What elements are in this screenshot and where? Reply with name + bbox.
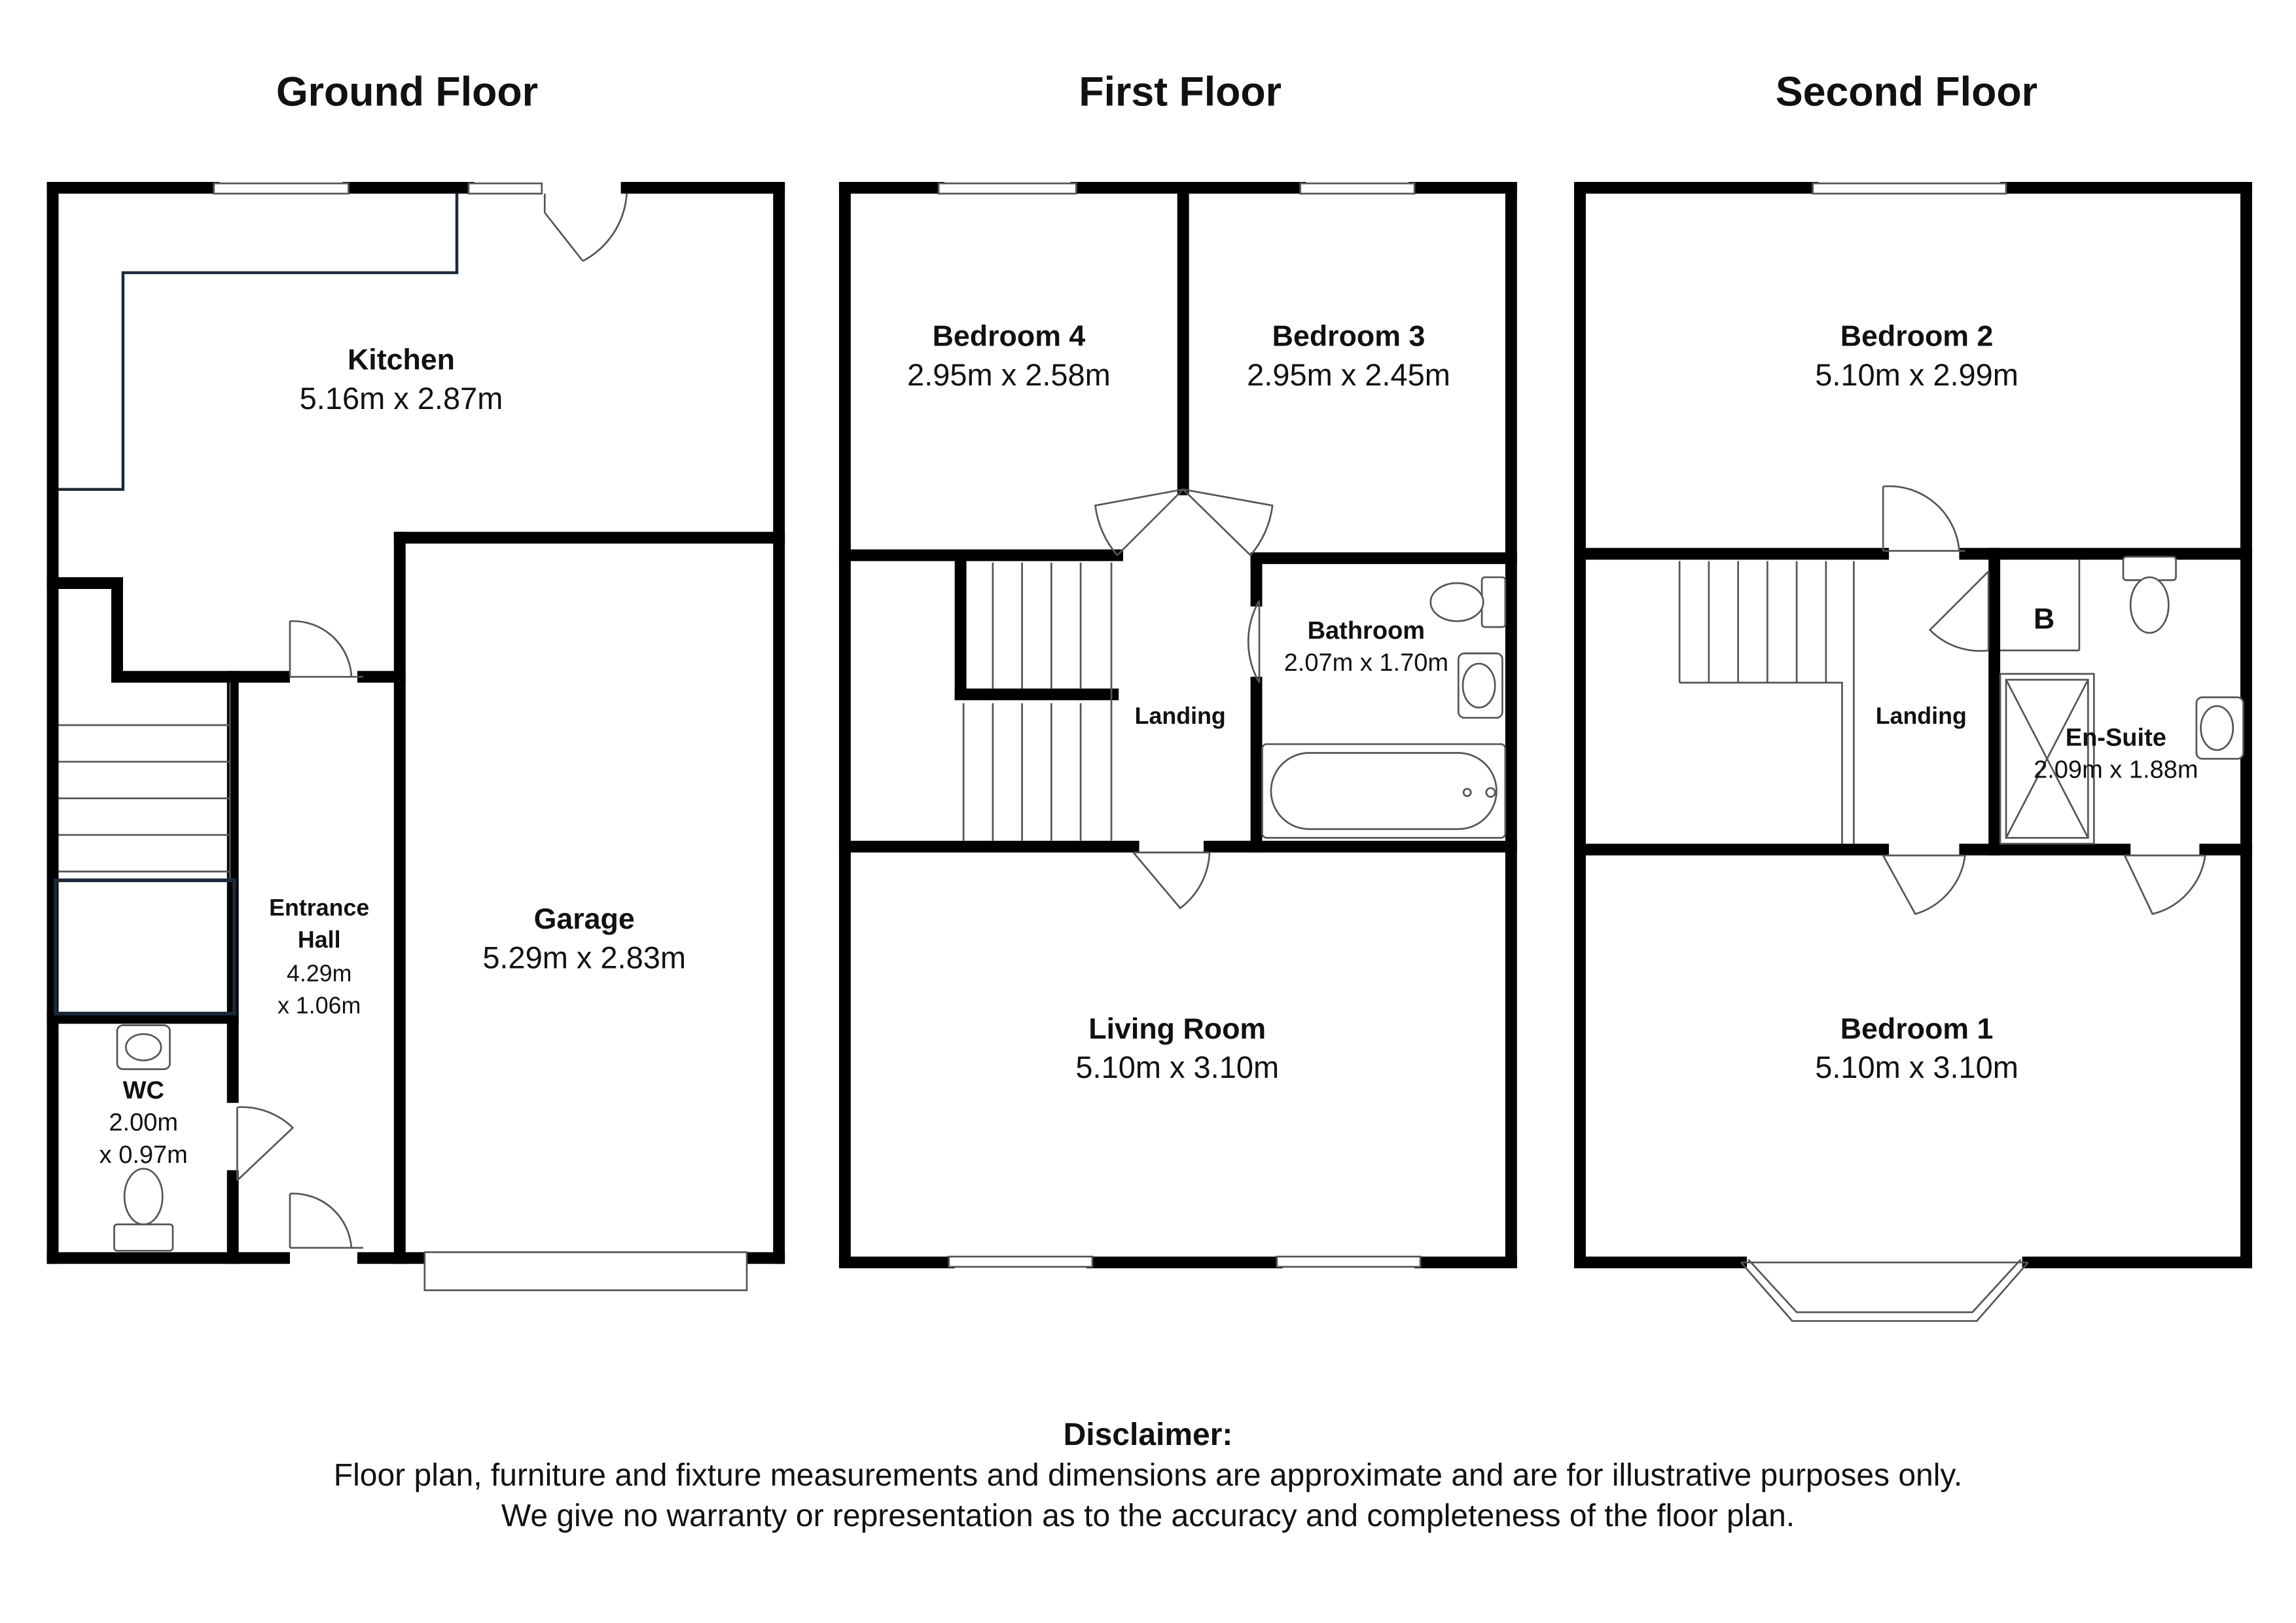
living-room-label: Living Room — [1088, 1012, 1266, 1045]
first-floor-windows — [937, 182, 1422, 1268]
ground-floor-walls — [46, 181, 785, 1264]
bathroom-label: Bathroom — [1308, 617, 1426, 645]
first-floor-doors — [1094, 488, 1274, 910]
bedroom-2-size: 5.10m x 2.99m — [1815, 357, 2018, 392]
bedroom-4-label: Bedroom 4 — [933, 320, 1086, 353]
boiler-cupboard-label: B — [2034, 602, 2054, 635]
bedroom-1-size: 5.10m x 3.10m — [1815, 1050, 2018, 1084]
wc-fixtures — [113, 1024, 174, 1252]
disclaimer-title: Disclaimer: — [1063, 1418, 1233, 1452]
bathroom-size: 2.07m x 1.70m — [1284, 649, 1448, 677]
ground-floor-title: Ground Floor — [276, 69, 538, 115]
kitchen-label: Kitchen — [348, 343, 455, 376]
ground-floor-plan: Kitchen 5.16m x 2.87m Garage 5.29m x 2.8… — [46, 181, 785, 1291]
second-floor-landing-label: Landing — [1876, 703, 1967, 729]
ground-floor-doors — [236, 193, 628, 1249]
second-floor-stairs — [1678, 561, 1855, 844]
bathroom-fixtures — [1261, 576, 1507, 839]
second-floor-windows — [1812, 182, 2007, 195]
second-floor-walls — [1574, 181, 2252, 1269]
first-floor-plan: Bedroom 4 2.95m x 2.58m Bedroom 3 2.95m … — [838, 181, 1517, 1269]
wc-label: WC — [123, 1077, 164, 1105]
wc-size-line1: 2.00m — [109, 1109, 178, 1137]
kitchen-size: 5.16m x 2.87m — [300, 381, 503, 416]
bedroom-4-size: 2.95m x 2.58m — [907, 357, 1111, 392]
first-floor-stairs — [962, 562, 1113, 841]
second-floor-doors — [1882, 485, 2206, 916]
second-floor-title: Second Floor — [1776, 69, 2037, 115]
entrance-hall-label-line1: Entrance — [269, 895, 369, 921]
garage-size: 5.29m x 2.83m — [482, 940, 686, 974]
bedroom-3-size: 2.95m x 2.45m — [1247, 357, 1450, 392]
second-floor-plan: Bedroom 2 5.10m x 2.99m Landing B En-Sui… — [1574, 181, 2252, 1322]
ground-floor-stairs — [54, 683, 236, 1016]
entrance-hall-label-line2: Hall — [298, 927, 341, 953]
garage-label: Garage — [534, 902, 635, 935]
entrance-hall-size-line1: 4.29m — [287, 961, 351, 987]
first-floor-walls — [838, 181, 1517, 1269]
en-suite-label: En-Suite — [2066, 724, 2166, 751]
bedroom-2-label: Bedroom 2 — [1840, 320, 1994, 353]
kitchen-worktop — [58, 193, 459, 491]
first-floor-landing-label: Landing — [1135, 703, 1226, 729]
disclaimer-line-1: Floor plan, furniture and fixture measur… — [333, 1458, 1963, 1493]
bedroom-3-label: Bedroom 3 — [1272, 320, 1426, 353]
en-suite-size: 2.09m x 1.88m — [2034, 757, 2198, 784]
en-suite-fixtures — [1999, 556, 2244, 845]
wc-size-line2: x 0.97m — [99, 1141, 188, 1169]
living-room-size: 5.10m x 3.10m — [1075, 1050, 1279, 1084]
entrance-hall-size-line2: x 1.06m — [278, 993, 361, 1019]
ground-floor-windows — [213, 182, 748, 1291]
disclaimer: Disclaimer: Floor plan, furniture and fi… — [0, 1415, 2296, 1537]
bedroom-1-label: Bedroom 1 — [1840, 1012, 1994, 1045]
first-floor-title: First Floor — [1079, 69, 1282, 115]
bay-window — [1740, 1258, 2029, 1322]
disclaimer-line-2: We give no warranty or representation as… — [501, 1499, 1795, 1533]
